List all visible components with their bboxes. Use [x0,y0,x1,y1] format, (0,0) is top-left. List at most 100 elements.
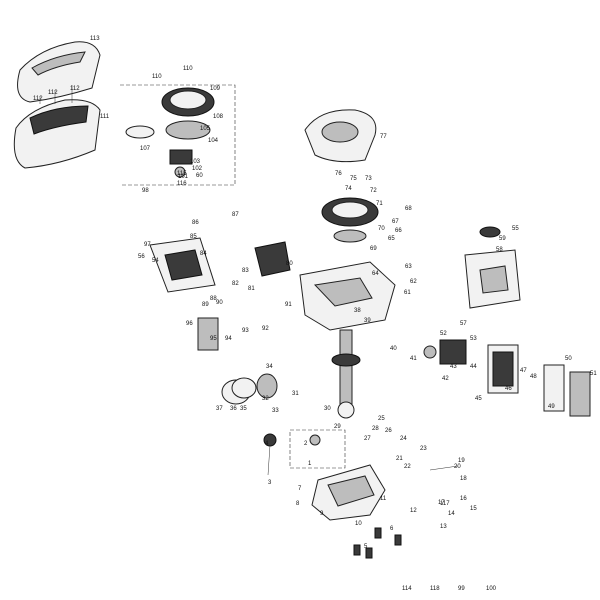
part-label-33: 33 [272,408,279,414]
part-label-69: 69 [370,246,377,252]
piston-rings [221,373,278,405]
part-label-70: 70 [378,226,385,232]
part-label-118: 118 [430,586,440,592]
part-label-66: 66 [395,228,402,234]
part-label-75: 75 [350,176,357,182]
part-label-44: 44 [470,364,477,370]
part-label-27: 27 [364,436,371,442]
part-number-labels: 1131121121121111101101091081051041031021… [33,36,597,592]
part-label-102: 102 [192,166,203,172]
part-label-9: 9 [320,511,324,517]
part-label-21: 21 [396,456,403,462]
part-label-81: 81 [248,286,255,292]
part-label-73: 73 [365,176,372,182]
part-label-23: 23 [420,446,427,452]
part-label-104: 104 [208,138,219,144]
flywheel [321,197,379,243]
part-label-110: 110 [183,66,193,72]
part-label-61: 61 [404,290,411,296]
part-label-2: 2 [304,441,308,447]
part-label-94: 94 [225,336,232,342]
part-label-30: 30 [324,406,331,412]
part-label-57: 57 [460,321,467,327]
part-label-26: 26 [385,428,392,434]
sump-base [311,464,386,521]
part-label-105: 105 [200,126,211,132]
part-label-68: 68 [405,206,412,212]
part-label-110: 110 [152,74,162,80]
part-label-63: 63 [405,264,412,270]
part-label-17: 17 [438,500,445,506]
part-label-65: 65 [388,236,395,242]
part-label-15: 15 [470,506,477,512]
part-label-53: 53 [470,336,477,342]
part-label-41: 41 [410,356,417,362]
part-label-10: 10 [355,521,362,527]
part-label-74: 74 [345,186,352,192]
part-label-12: 12 [410,508,417,514]
part-label-67: 67 [392,219,399,225]
part-label-117: 117 [440,501,450,507]
part-label-60: 60 [196,173,203,179]
part-label-112: 112 [70,86,80,92]
part-label-80: 80 [286,261,293,267]
carburetor [423,339,467,365]
part-label-25: 25 [378,416,385,422]
part-label-56: 56 [138,254,145,260]
part-label-46: 46 [505,386,512,392]
part-label-3: 3 [268,480,272,486]
cylinder-head [149,237,219,351]
part-label-107: 107 [140,146,151,152]
part-label-29: 29 [334,424,341,430]
part-label-28: 28 [372,426,379,432]
part-label-92: 92 [262,326,269,332]
part-label-108: 108 [213,114,224,120]
part-label-83: 83 [242,268,249,274]
part-label-52: 52 [440,331,447,337]
governor-linkage [289,429,459,471]
part-label-6: 6 [390,526,394,532]
part-label-24: 24 [400,436,407,442]
crankshaft [331,329,361,419]
part-label-87: 87 [232,212,239,218]
fuel-tank [464,226,521,309]
bolts-bottom [353,527,402,559]
part-label-8: 8 [296,501,300,507]
top-cover-upper [17,41,101,103]
part-label-32: 32 [262,396,269,402]
part-label-62: 62 [410,279,417,285]
part-label-111: 111 [100,114,110,120]
part-label-99: 99 [458,586,465,592]
part-label-90: 90 [216,300,223,306]
part-label-59: 59 [499,236,506,242]
part-label-72: 72 [370,188,377,194]
part-label-112: 112 [48,90,58,96]
recoil-starter-group [120,84,236,186]
part-label-100: 100 [486,586,497,592]
part-label-37: 37 [216,406,223,412]
part-label-116: 116 [177,181,187,187]
part-label-89: 89 [202,302,209,308]
part-label-45: 45 [475,396,482,402]
part-label-98: 98 [142,188,149,194]
part-label-86: 86 [192,220,199,226]
part-label-71: 71 [376,201,383,207]
part-label-48: 48 [530,374,537,380]
top-cover-lower [13,85,101,169]
part-label-91: 91 [285,302,292,308]
part-label-14: 14 [448,511,455,517]
part-label-11: 11 [380,496,387,502]
part-label-34: 34 [266,364,273,370]
dipstick [263,433,277,476]
part-label-58: 58 [496,247,503,253]
part-label-55: 55 [512,226,519,232]
part-label-5: 5 [364,544,368,550]
part-label-93: 93 [242,328,249,334]
part-label-40: 40 [390,346,397,352]
part-label-18: 18 [460,476,467,482]
part-label-96: 96 [186,321,193,327]
part-label-38: 38 [354,308,361,314]
part-label-19: 19 [458,458,465,464]
part-label-103: 103 [190,159,201,165]
